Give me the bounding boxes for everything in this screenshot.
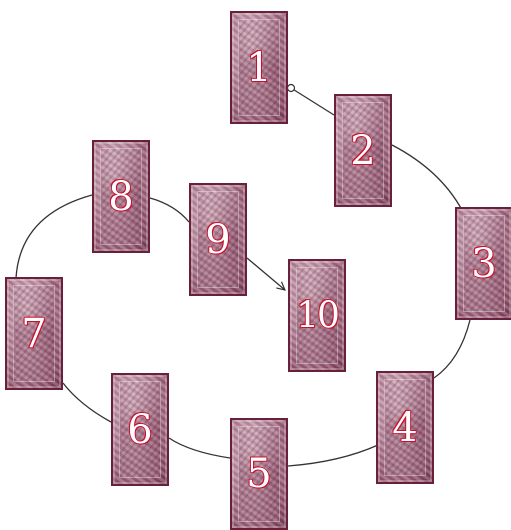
card-number: 6 <box>113 407 167 453</box>
card-9: 9 <box>189 183 247 296</box>
card-6: 6 <box>111 373 169 486</box>
card-8: 8 <box>92 140 150 253</box>
card-number: 9 <box>191 217 245 263</box>
card-number: 3 <box>457 241 511 287</box>
card-number: 2 <box>336 128 390 174</box>
card-4: 4 <box>376 371 434 484</box>
connector-6-7 <box>63 383 111 422</box>
card-number: 5 <box>232 451 286 497</box>
connector-2-3 <box>392 145 462 210</box>
connector-7-8 <box>16 195 92 278</box>
card-number: 4 <box>378 405 432 451</box>
card-3: 3 <box>455 207 511 320</box>
connector-1-2 <box>291 88 334 115</box>
connector-3-4 <box>434 320 470 378</box>
connector-8-9 <box>150 198 189 222</box>
card-number: 1 <box>232 45 286 91</box>
connector-9-10-arrow <box>247 258 285 290</box>
card-5: 5 <box>230 418 288 530</box>
card-10: 10 <box>288 259 346 372</box>
connector-start-circle <box>288 85 295 92</box>
connector-5-6 <box>169 438 230 458</box>
card-7: 7 <box>5 277 63 390</box>
card-number: 7 <box>7 311 61 357</box>
card-2: 2 <box>334 94 392 207</box>
card-number: 8 <box>94 174 148 220</box>
connector-4-5 <box>288 445 378 466</box>
card-number: 10 <box>290 295 344 336</box>
card-1: 1 <box>230 11 288 124</box>
